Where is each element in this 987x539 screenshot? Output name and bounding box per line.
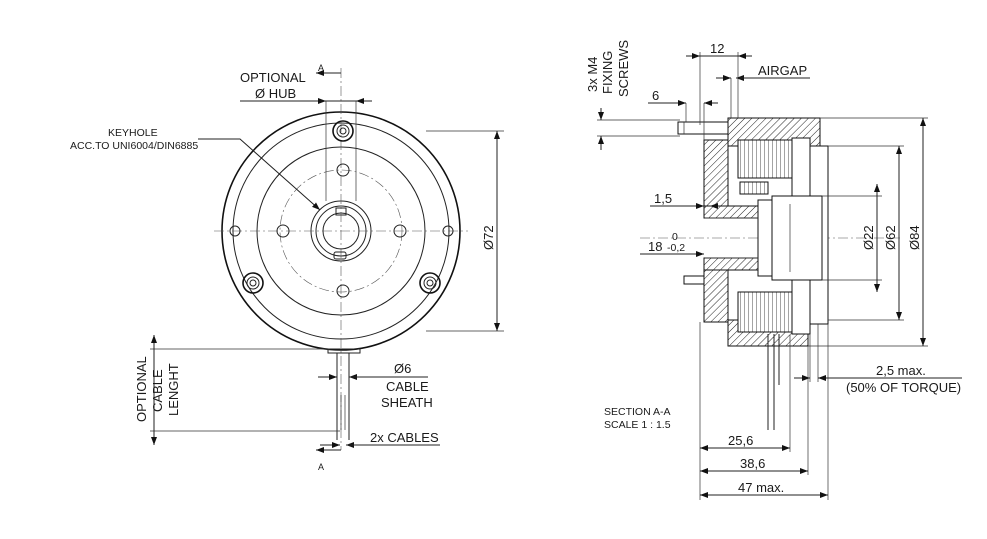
cable-dia-label: Ø6 [394, 361, 411, 376]
cable-sheath-label-2: SHEATH [381, 395, 433, 410]
dim-2-5-label: 2,5 max. [876, 363, 926, 378]
dia-72-label: Ø72 [481, 225, 496, 250]
hub-shoulder [757, 199, 773, 277]
hole-left [276, 224, 290, 238]
locating-pin [683, 275, 705, 285]
section-marker-top: A [318, 63, 324, 73]
set-screw [333, 251, 347, 260]
dim-18-label: 18 [648, 239, 662, 254]
hole-right [393, 224, 407, 238]
fixing-screws-label-2: FIXING [600, 51, 615, 94]
cable-length-label-1: OPTIONAL [134, 356, 149, 422]
cable-sheath-label-1: CABLE [386, 379, 429, 394]
hub-bottom [703, 257, 759, 271]
airgap-label: AIRGAP [758, 63, 807, 78]
bolt-circle [279, 169, 403, 293]
keyhole-label-2: ACC.TO UNI6004/DIN6885 [70, 140, 198, 152]
dim-47-label: 47 max. [738, 480, 784, 495]
hub-flange [771, 195, 823, 281]
hole-lower [336, 284, 350, 298]
optional-hub-label-1: OPTIONAL [240, 70, 306, 85]
section-title: SECTION A-A [604, 406, 671, 418]
cable-length-label-2: CABLE [150, 369, 165, 412]
dim-38-6-label: 38,6 [740, 456, 765, 471]
section-scale: SCALE 1 : 1.5 [604, 419, 671, 431]
fixing-screw-top [332, 120, 354, 142]
optional-hub-label-2: Ø HUB [255, 86, 296, 101]
torque-note: (50% OF TORQUE) [846, 380, 961, 395]
spring [739, 181, 769, 195]
dia-62-label: Ø62 [883, 225, 898, 250]
cable-length-label-3: LENGHT [166, 363, 181, 416]
flange-hole-right [442, 225, 454, 237]
coil-upper [737, 139, 793, 179]
dim-1-5-label: 1,5 [654, 191, 672, 206]
fixing-screws-label-3: SCREWS [616, 40, 631, 97]
flange-hole-left [229, 225, 241, 237]
dim-12-label: 12 [710, 41, 724, 56]
keyhole-label-1: KEYHOLE [108, 127, 158, 139]
dia-84-label: Ø84 [907, 225, 922, 250]
dim-25-6-label: 25,6 [728, 433, 753, 448]
section-marker-bottom: A [318, 462, 324, 472]
dia-22-label: Ø22 [861, 225, 876, 250]
section-view: 3x M4 FIXING SCREWS 12 AIRGAP 6 1,5 0 18 [585, 40, 962, 500]
hole-upper [336, 163, 350, 177]
flange-plate-upper [703, 139, 729, 211]
cables-label: 2x CABLES [370, 430, 439, 445]
fixing-screw-left [242, 272, 264, 294]
cable-exit [327, 348, 361, 354]
flange-plate-lower [703, 269, 729, 323]
fixing-screws-label-1: 3x M4 [585, 57, 600, 92]
front-view: A A OPTIONAL Ø HUB KEYHOLE ACC.TO UNI600… [70, 63, 504, 472]
coil-lower [737, 291, 793, 333]
dim-18-tol-upper: 0 [672, 231, 678, 243]
dim-18-tol-lower: -0,2 [667, 242, 685, 254]
hub-top [703, 205, 759, 219]
fixing-screw-right [419, 272, 441, 294]
dim-6-label: 6 [652, 88, 659, 103]
